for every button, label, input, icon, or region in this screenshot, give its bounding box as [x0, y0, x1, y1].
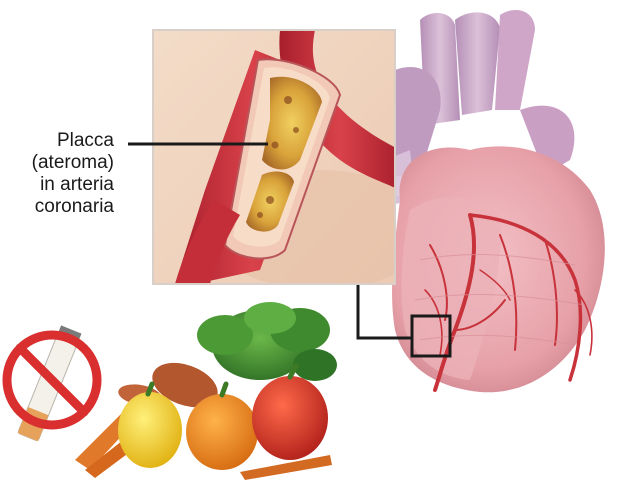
- no-smoking-icon: [7, 325, 97, 441]
- label-line-3: in arteria: [6, 174, 114, 196]
- plaque-label: Placca (ateroma) in arteria coronaria: [6, 130, 114, 218]
- label-line-1: Placca: [6, 130, 114, 152]
- label-line-2: (ateroma): [6, 152, 114, 174]
- vegetables-illustration: [75, 302, 337, 480]
- artery-inset: [153, 30, 430, 290]
- red-pepper: [252, 376, 328, 460]
- orange-pepper: [186, 394, 258, 470]
- heart-illustration: [380, 10, 605, 392]
- leafy-greens: [197, 302, 337, 381]
- yellow-pepper: [118, 392, 182, 468]
- label-line-4: coronaria: [6, 196, 114, 218]
